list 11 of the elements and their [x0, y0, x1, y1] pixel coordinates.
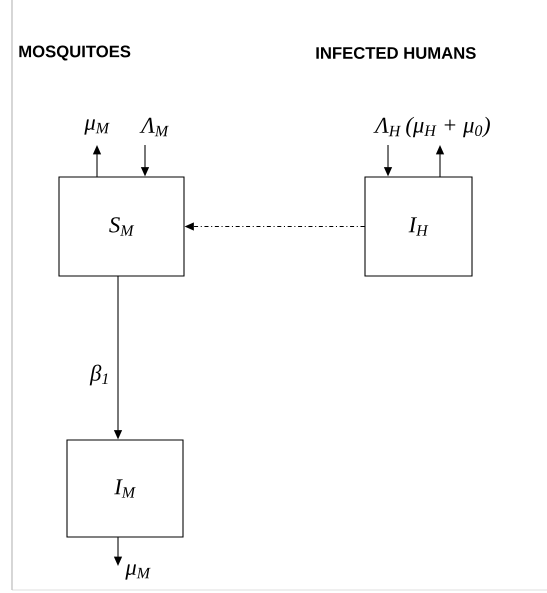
compartment-box: I$_{M}$ — [66, 439, 184, 538]
heading: MOSQUITOES — [19, 46, 130, 60]
heading: INFECTED HUMANS — [316, 47, 476, 59]
rate-label: μ$_{M}$ — [83, 118, 111, 136]
rate-label: Λ$_{H}$ — [373, 116, 402, 138]
rate-label: β$_{1}$ — [88, 363, 112, 387]
compartment-box: I$_{H}$ — [364, 176, 473, 277]
rate-label: (μ$_{H}$ + μ$_{0}$) — [404, 115, 492, 139]
compartment-box: S$_{M}$ — [58, 176, 185, 277]
rate-label: μ$_{M}$ — [124, 563, 152, 581]
rate-label: Λ$_{M}$ — [139, 116, 170, 138]
